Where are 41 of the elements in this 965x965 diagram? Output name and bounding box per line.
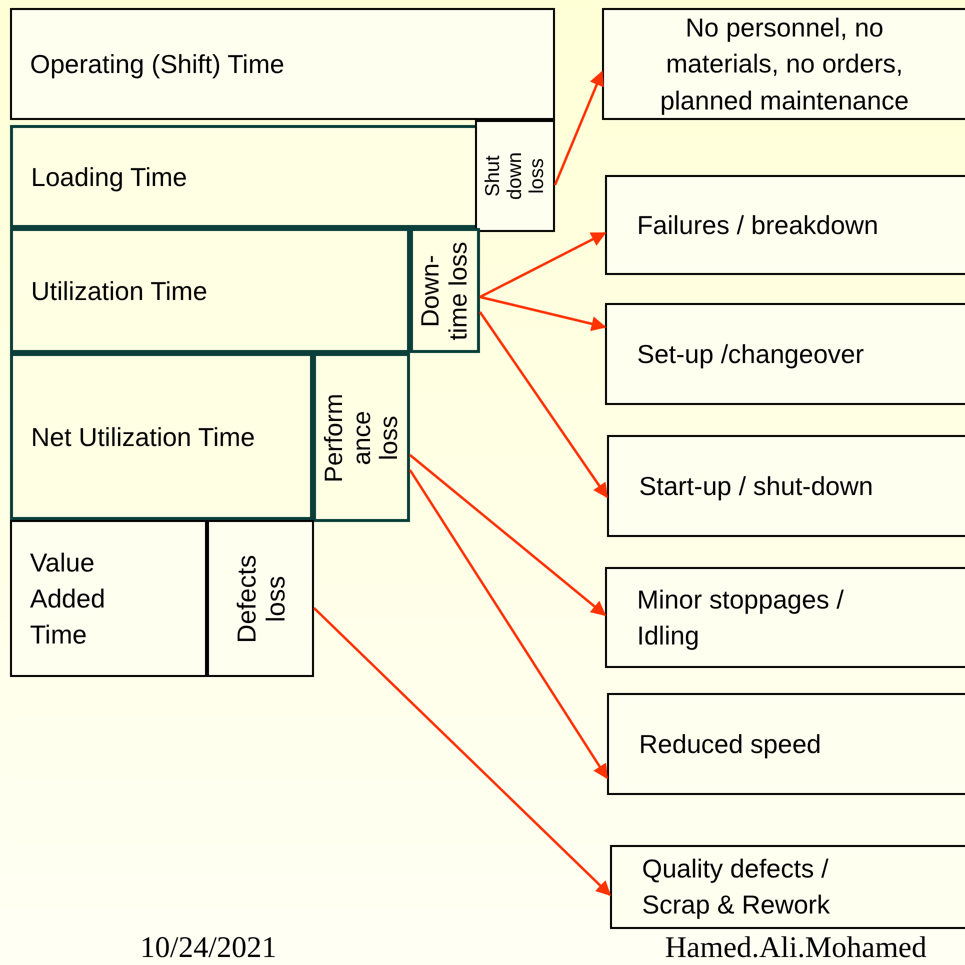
label-text: Minor stoppages / Idling xyxy=(637,583,845,652)
cause-box xyxy=(605,303,965,405)
cause-box xyxy=(605,175,965,275)
label-text: Perform ance loss xyxy=(320,392,403,484)
label-text: Failures / breakdown xyxy=(637,208,880,242)
cause-box xyxy=(607,693,965,795)
cause-box xyxy=(605,567,965,668)
time-bar xyxy=(10,520,207,677)
label-text: Shut down loss xyxy=(482,151,548,202)
label-text: Defects loss xyxy=(232,553,290,645)
label-text: Value Added Time xyxy=(30,546,106,652)
label-text: Down- time loss xyxy=(418,240,472,342)
date-text: 10/24/2021 xyxy=(140,931,277,965)
label-text: Quality defects / Scrap & Rework xyxy=(642,852,831,922)
loss-box xyxy=(410,228,480,353)
label-text: Set-up /changeover xyxy=(637,338,865,371)
cause-box xyxy=(607,435,965,537)
time-bar xyxy=(10,8,555,120)
label-text: Reduced speed xyxy=(639,728,822,761)
label-text: No personnel, no materials, no orders, planned maintenance xyxy=(659,11,910,118)
arrow xyxy=(554,70,604,186)
author-text: Hamed.Ali.Mohamed xyxy=(665,931,927,965)
time-bar xyxy=(10,125,478,228)
arrow xyxy=(408,469,608,780)
cause-box xyxy=(610,845,965,929)
arrow xyxy=(409,454,606,616)
arrow xyxy=(479,232,606,298)
arrow xyxy=(480,296,606,332)
label-text: Utilization Time xyxy=(31,274,208,308)
loss-box xyxy=(313,353,410,522)
label-text: Loading Time xyxy=(31,160,188,194)
time-bar xyxy=(10,228,410,353)
label-text: Operating (Shift) Time xyxy=(30,48,286,81)
cause-box xyxy=(602,8,965,120)
loss-box xyxy=(475,120,555,232)
label-text: Start-up / shut-down xyxy=(639,470,874,503)
arrow xyxy=(478,311,608,498)
time-bar xyxy=(10,353,313,520)
arrow xyxy=(313,607,612,896)
loss-box xyxy=(207,520,314,677)
label-text: Net Utilization Time xyxy=(31,420,256,454)
